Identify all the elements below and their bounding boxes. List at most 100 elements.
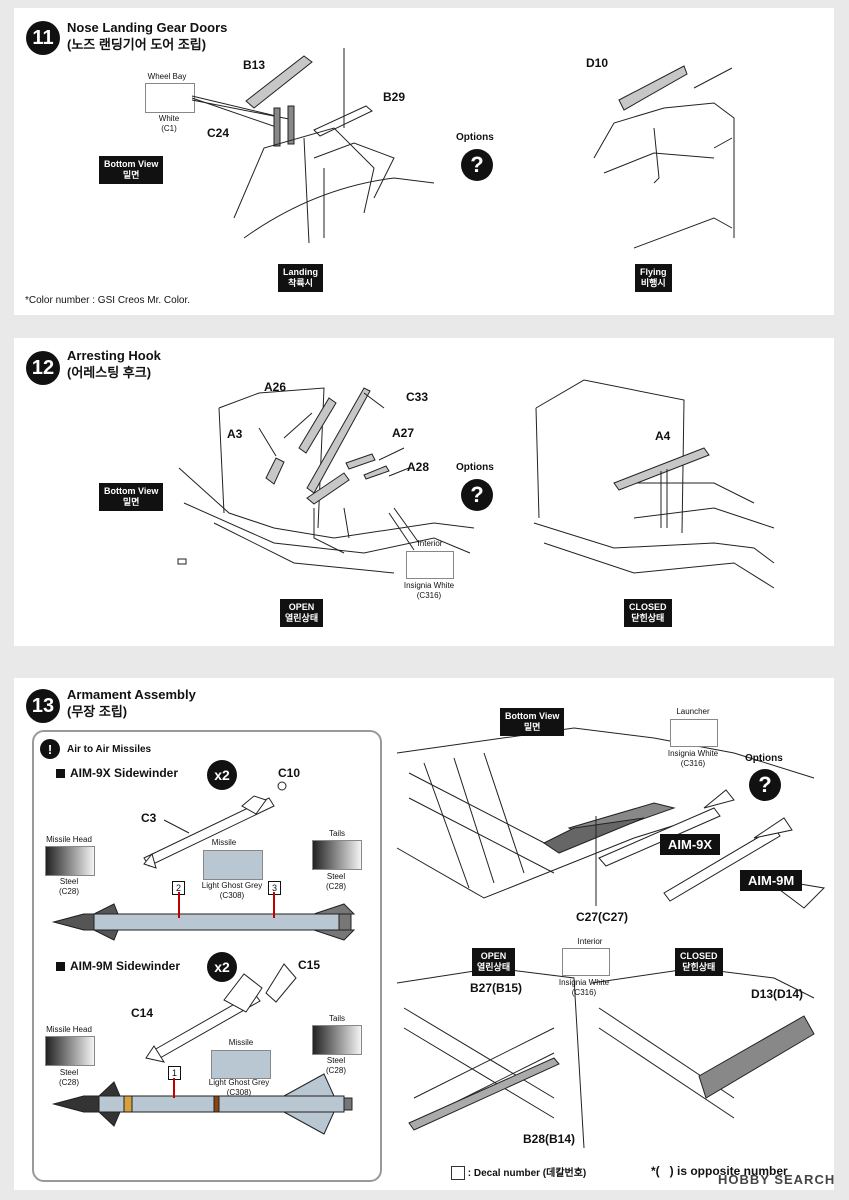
tag-en: OPEN — [480, 951, 507, 961]
part-c15: C15 — [298, 958, 321, 972]
aim9m-missile-color: Light Ghost Grey (C308) — [201, 1078, 277, 1098]
watermark: HOBBY SEARCH — [718, 1172, 836, 1187]
landing-gear-drawing — [191, 48, 735, 249]
color-name: Light Ghost Grey — [201, 881, 263, 890]
color-code: (C28) — [325, 1066, 346, 1075]
missile-name: AIM-9X Sidewinder — [70, 766, 179, 780]
tag-ko: 밑면 — [122, 170, 140, 180]
title-en: Arresting Hook — [67, 348, 161, 363]
title-ko: (어레스팅 후크) — [67, 365, 152, 380]
aim9m-tails-color: Steel (C28) — [312, 1056, 360, 1076]
tag-en: Flying — [640, 267, 667, 277]
part-c14: C14 — [131, 1006, 154, 1020]
tag-ko: 밑면 — [122, 497, 140, 507]
tag-en: CLOSED — [629, 602, 667, 612]
part-b28: B28(B14) — [523, 1132, 576, 1146]
wheel-bay-swatch — [145, 83, 195, 113]
interior-label: Interior — [417, 539, 443, 548]
color-code: (C28) — [325, 882, 346, 891]
step-number: 13 — [26, 689, 60, 723]
missile-name: AIM-9M Sidewinder — [70, 959, 181, 973]
launcher-label: Launcher — [676, 707, 710, 716]
tag-ko: 밑면 — [523, 722, 541, 732]
step-12-panel: 12 Arresting Hook (어레스팅 후크) Bottom View … — [14, 338, 834, 646]
part-b27: B27(B15) — [470, 981, 523, 995]
bottom-view-tag: Bottom View 밑면 — [99, 156, 164, 184]
color-name: Steel — [326, 1056, 346, 1065]
air-to-air-box — [32, 730, 382, 1182]
question-icon: ? — [461, 479, 493, 511]
part-c24: C24 — [207, 126, 230, 140]
step-11-panel: 11 Nose Landing Gear Doors (노즈 랜딩기어 도어 조… — [14, 8, 834, 315]
part-c27: C27(C27) — [576, 910, 629, 924]
wheel-bay-label: Wheel Bay — [147, 72, 187, 81]
aim9x-head-label: Missile Head — [46, 835, 92, 844]
interior-swatch — [406, 551, 454, 579]
closed-tag: CLOSED 닫힌상태 — [624, 599, 672, 627]
aim9x-missile-label: Missile — [211, 838, 237, 847]
aim9m-head-swatch — [45, 1036, 95, 1066]
color-name: White — [158, 114, 180, 123]
aim9x-label: AIM-9X — [660, 834, 721, 855]
aim9m-head-color: Steel (C28) — [45, 1068, 93, 1088]
part-d10: D10 — [586, 56, 609, 70]
options-label: Options — [456, 462, 494, 473]
color-footnote: *Color number : GSI Creos Mr. Color. — [25, 295, 191, 306]
color-code: (C308) — [226, 1088, 252, 1097]
closed-tag: CLOSED 닫힌상태 — [675, 948, 723, 976]
color-code: (C316) — [680, 759, 706, 768]
landing-tag: Landing 착륙시 — [278, 264, 323, 292]
aim9m-tails-swatch — [312, 1025, 362, 1055]
warning-icon: ! — [40, 739, 60, 759]
aim9x-missile-color: Light Ghost Grey (C308) — [194, 881, 270, 901]
missiles-drawing — [52, 727, 826, 1149]
color-code: (C316) — [571, 988, 597, 997]
part-c33: C33 — [406, 390, 429, 404]
aim9x-head-swatch — [45, 846, 95, 876]
step-title: Arresting Hook (어레스팅 후크) — [67, 347, 161, 381]
aim9m-missile-swatch — [211, 1050, 271, 1079]
title-ko: (노즈 랜딩기어 도어 조립) — [67, 37, 207, 52]
color-name: Light Ghost Grey — [208, 1078, 270, 1087]
part-b29: B29 — [383, 90, 406, 104]
color-name: Steel — [59, 877, 79, 886]
decal-box-icon — [451, 1166, 465, 1181]
step-title: Nose Landing Gear Doors (노즈 랜딩기어 도어 조립) — [67, 19, 227, 53]
bullet-square — [56, 961, 65, 971]
aim9m-missile-label: Missile — [228, 1038, 254, 1047]
interior-swatch — [562, 948, 610, 976]
aim9x-missile-swatch — [203, 850, 263, 880]
color-code: (C28) — [58, 887, 79, 896]
launcher-color: Insignia White (C316) — [661, 749, 725, 769]
aim9x-tails-color: Steel (C28) — [312, 872, 360, 892]
tag-en: CLOSED — [680, 951, 718, 961]
decal-legend: : Decal number (데칼번호) — [451, 1164, 587, 1181]
wheel-bay-color: White (C1) — [147, 114, 191, 134]
question-icon: ? — [749, 769, 781, 801]
part-a27: A27 — [392, 426, 415, 440]
decal-legend-text: : Decal number (데칼번호) — [467, 1168, 587, 1179]
aim9m-title: AIM-9M Sidewinder — [56, 959, 180, 973]
interior-color: Insignia White (C316) — [397, 581, 461, 601]
color-code: (C1) — [161, 124, 177, 133]
decal-number-2: 2 — [172, 881, 185, 895]
open-tag: OPEN 열린상태 — [280, 599, 324, 627]
aim9m-tails-label: Tails — [328, 1014, 345, 1023]
tag-en: Bottom View — [104, 159, 159, 169]
question-icon: ? — [461, 149, 493, 181]
aim9x-tails-label: Tails — [328, 829, 345, 838]
color-code: (C28) — [58, 1078, 79, 1087]
tag-ko: 열린상태 — [285, 613, 319, 623]
bullet-square — [56, 768, 65, 778]
part-d13: D13(D14) — [751, 987, 804, 1001]
color-name: Steel — [326, 872, 346, 881]
color-code: (C308) — [219, 891, 245, 900]
arresting-hook-drawing — [177, 379, 775, 589]
tag-en: Bottom View — [505, 711, 560, 721]
part-a28: A28 — [407, 460, 430, 474]
step-number: 12 — [26, 351, 60, 385]
aim9m-qty-badge: x2 — [207, 952, 237, 982]
part-a4: A4 — [655, 429, 671, 443]
color-name: Steel — [59, 1068, 79, 1077]
aim9m-head-label: Missile Head — [46, 1025, 92, 1034]
